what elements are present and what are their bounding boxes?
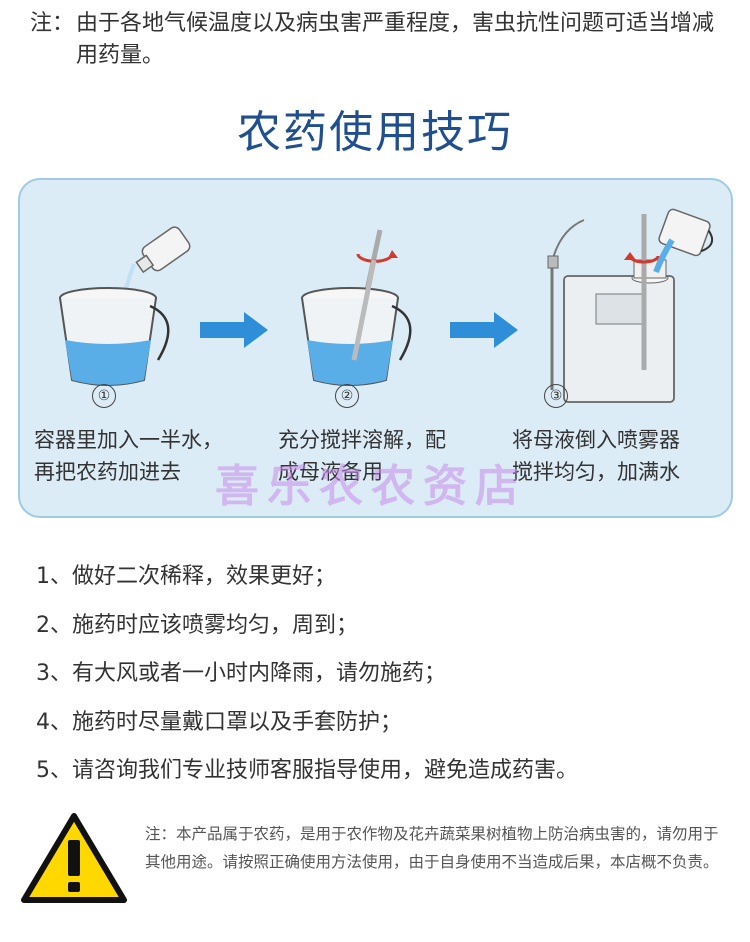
top-note-label: 注：	[30, 11, 75, 36]
step-1-line1: 容器里加入一半水，	[34, 428, 223, 452]
tip-item: 5、请咨询我们专业技师客服指导使用，避免造成药害。	[36, 758, 578, 783]
top-note: 注： 由于各地气候温度以及病虫害严重程度，害虫抗性问题可适当增减用药量。	[30, 8, 730, 72]
tip-item: 4、施药时尽量戴口罩以及手套防护；	[36, 709, 402, 735]
step-3-line2: 搅拌均匀，加满水	[512, 460, 680, 484]
tip-item: 3、有大风或者一小时内降雨，请勿施药；	[36, 661, 446, 686]
bucket-pour-illustration	[59, 226, 191, 386]
usage-tips-list: 1、做好二次稀释，效果更好； 2、施药时应该喷雾均匀，周到； 3、有大风或者一小…	[36, 553, 726, 796]
steps-panel: ① 容器里加入一半水， 再把农药加进去 ② 充分搅拌溶解，配 成母液备用	[18, 178, 733, 518]
page-title: 农药使用技巧	[237, 107, 513, 158]
step-1-caption: 容器里加入一半水， 再把农药加进去	[34, 424, 223, 488]
top-note-text: 由于各地气候温度以及病虫害严重程度，害虫抗性问题可适当增减用药量。	[76, 11, 715, 68]
step-2-line2: 成母液备用	[278, 460, 383, 484]
step-3-caption: 将母液倒入喷雾器 搅拌均匀，加满水	[512, 424, 680, 488]
step-1-number: ①	[92, 384, 116, 408]
store-watermark: 喜乐农农资店	[215, 461, 527, 512]
disclaimer-text: 注：本产品属于农药，是用于农作物及花卉蔬菜果树植物上防治病虫害的，请勿用于其他用…	[145, 825, 719, 871]
tip-item: 1、做好二次稀释，效果更好；	[36, 564, 336, 589]
step-3-line1: 将母液倒入喷雾器	[512, 428, 680, 452]
sprayer-illustration	[547, 208, 714, 403]
bucket-stir-illustration	[301, 229, 412, 386]
arrow-right-icon	[200, 312, 268, 348]
arrow-right-icon	[450, 312, 518, 348]
step-2-line1: 充分搅拌溶解，配	[278, 428, 446, 452]
step-2-number: ②	[335, 384, 359, 408]
step-1-line2: 再把农药加进去	[34, 460, 181, 484]
step-2-caption: 充分搅拌溶解，配 成母液备用	[278, 424, 446, 488]
tip-item: 2、施药时应该喷雾均匀，周到；	[36, 612, 358, 638]
warning-icon	[21, 813, 127, 903]
step-3-number: ③	[544, 384, 568, 408]
